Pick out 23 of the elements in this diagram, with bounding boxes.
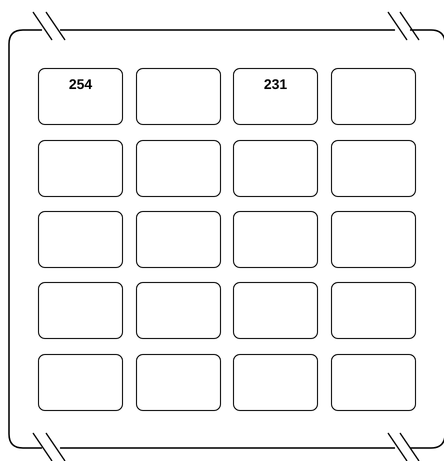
cell-box [136, 211, 221, 268]
cell-box [38, 68, 123, 125]
cell-box [331, 211, 416, 268]
cell-box [233, 282, 318, 339]
reference-number: 254 [68, 77, 92, 91]
cell-box [38, 282, 123, 339]
cell-box [233, 354, 318, 411]
frame-outline [9, 30, 444, 448]
cell-box [331, 282, 416, 339]
cell-box [331, 140, 416, 197]
cell-box [136, 354, 221, 411]
cell-box [136, 140, 221, 197]
cell-box [136, 68, 221, 125]
cell-box [38, 354, 123, 411]
cell-box [38, 140, 123, 197]
cell-box [331, 354, 416, 411]
cell-box [233, 211, 318, 268]
cell-box [331, 68, 416, 125]
cell-box [38, 211, 123, 268]
cell-box [233, 140, 318, 197]
cell-box [233, 68, 318, 125]
cell-box [136, 282, 221, 339]
reference-number: 231 [264, 77, 288, 91]
